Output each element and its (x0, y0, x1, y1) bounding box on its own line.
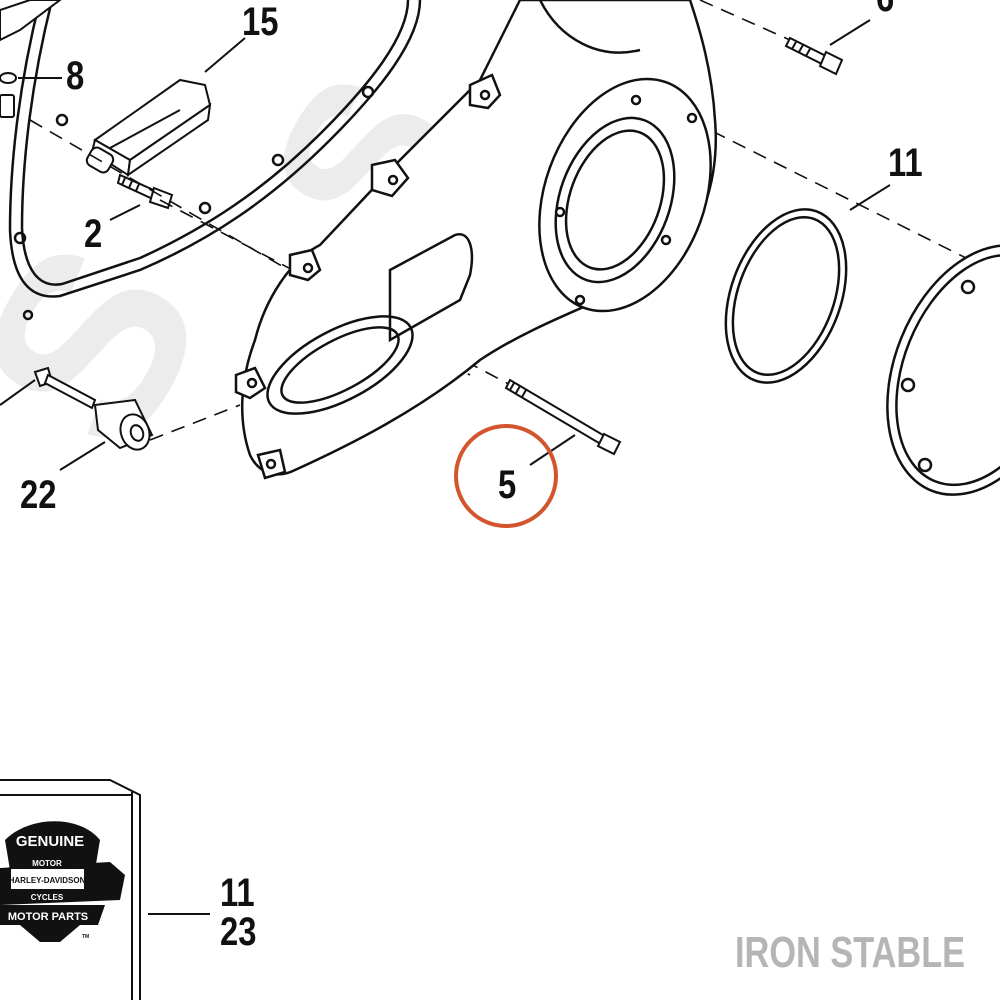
callout-part-5[interactable]: 5 (498, 463, 517, 507)
part-22-bolt-spacer (33, 366, 154, 451)
genuine-motor-parts-logo: GENUINE MOTOR HARLEY-DAVIDSON CYCLES MOT… (0, 821, 125, 942)
part-5-highlight-circle (454, 424, 558, 528)
logo-tm-text: TM (82, 934, 89, 940)
iron-stable-watermark: IRON STABLE (735, 928, 966, 977)
upper-left-bracket (0, 0, 62, 42)
callout-part-22[interactable]: 22 (20, 473, 57, 517)
logo-motor-parts-text: MOTOR PARTS (8, 911, 88, 923)
callout-part-15[interactable]: 15 (242, 0, 279, 44)
callout-part-8[interactable]: 8 (66, 54, 85, 98)
part-15-tensioner (85, 78, 212, 178)
logo-cycles-text: CYCLES (31, 893, 64, 902)
part-5-bolt (504, 378, 622, 456)
logo-genuine-text: GENUINE (16, 833, 84, 850)
callout-kit-23[interactable]: 23 (220, 910, 257, 954)
logo-motor-text: MOTOR (32, 859, 62, 868)
callout-part-2[interactable]: 2 (84, 212, 103, 256)
gasket (8, 0, 422, 321)
part-8-washer-bolt (0, 72, 17, 118)
part-6-screw (784, 36, 844, 76)
callout-kit-11[interactable]: 11 (220, 871, 255, 915)
callout-part-6[interactable]: 6 (876, 0, 894, 18)
part-11-o-ring (724, 208, 848, 384)
derby-cover (886, 244, 1000, 496)
leader-lines (0, 19, 891, 915)
primary-cover (234, 0, 717, 480)
part-2-bolt (116, 173, 174, 210)
logo-brand-text: HARLEY-DAVIDSON (9, 876, 86, 885)
callout-part-11[interactable]: 11 (888, 141, 923, 185)
